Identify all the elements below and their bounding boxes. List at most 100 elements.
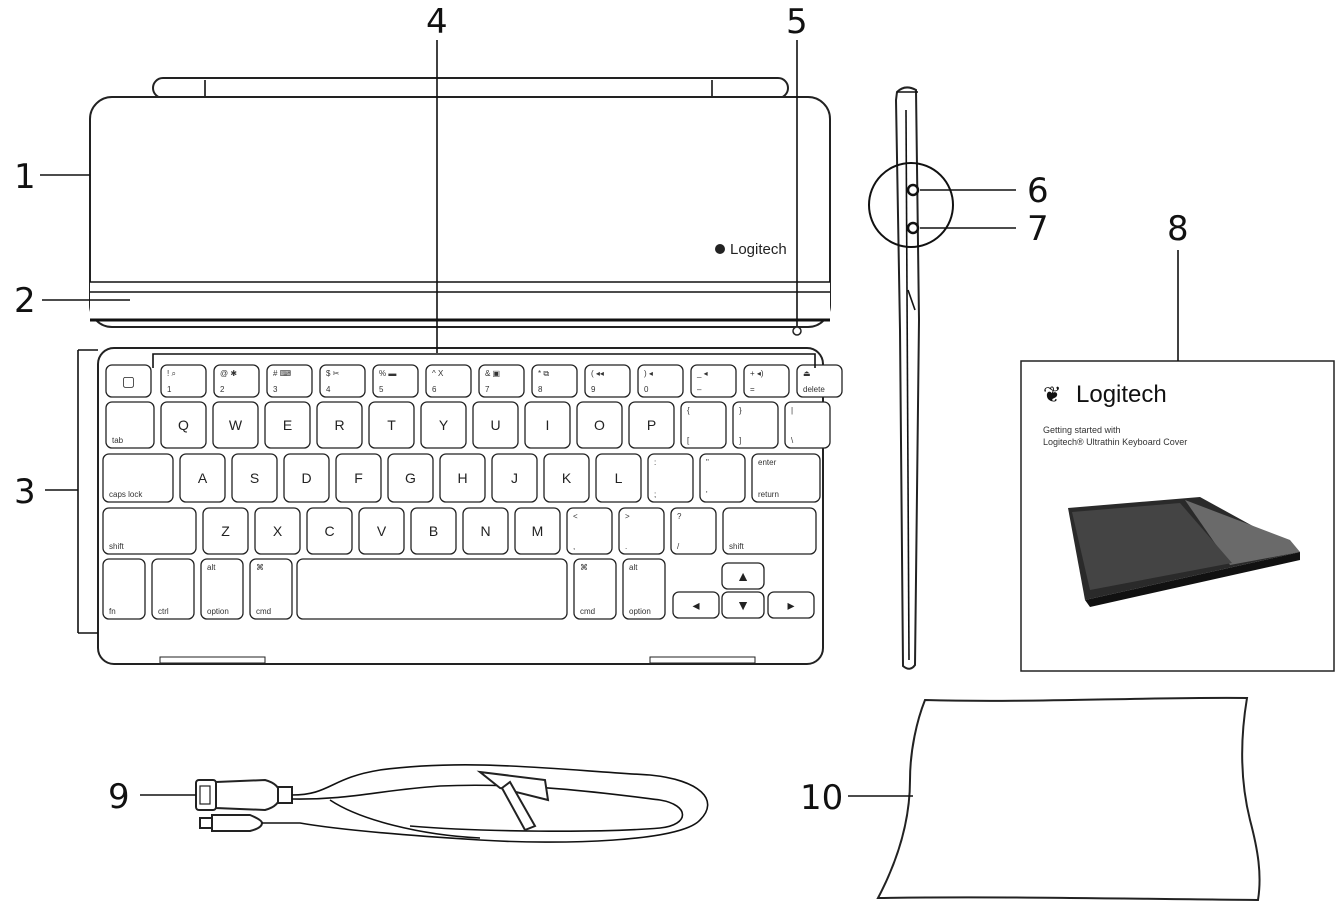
power-switch-icon xyxy=(906,183,920,197)
callout-8: 8 xyxy=(1167,209,1189,249)
key-row2-0: caps lock xyxy=(102,453,174,503)
key-row1-2-label: W xyxy=(229,417,243,433)
key-fn-row-11-bottom-label: – xyxy=(697,385,702,394)
callout-6: 6 xyxy=(1027,171,1049,211)
key-fn-row-5-top-label: % ▬ xyxy=(379,369,396,378)
key-arrow-left-label: ◂ xyxy=(692,597,699,613)
key-row1-10-label: P xyxy=(647,417,656,433)
key-fn-row-7-cap xyxy=(478,364,525,398)
key-arrow-up-label: ▲ xyxy=(736,568,750,584)
key-row1-10: P xyxy=(628,401,675,449)
key-row1-5-cap xyxy=(368,401,415,449)
usb-connector-housing xyxy=(215,778,282,812)
key-row2-5-cap xyxy=(387,453,434,503)
key-row3-1-label: Z xyxy=(221,523,230,539)
key-fn-row-9-bottom-label: 9 xyxy=(591,385,596,394)
key-fn-row-7-top-label: & ▣ xyxy=(485,369,500,378)
cleaning-cloth xyxy=(876,696,1261,902)
key-fn-row-0-cap xyxy=(105,364,152,398)
callout-leaders xyxy=(40,40,1179,797)
cable-tie xyxy=(476,770,550,802)
micro-usb-connector xyxy=(199,817,213,829)
key-row4-6-cap xyxy=(622,558,666,620)
key-row3-4-cap xyxy=(358,507,405,555)
key-row2-12-bottom-label: return xyxy=(758,490,779,499)
callout-5: 5 xyxy=(786,2,808,42)
key-row1-1-cap xyxy=(160,401,207,449)
charging-port-icon xyxy=(906,221,920,235)
key-row3-0: shift xyxy=(102,507,197,555)
key-row2-3-label: D xyxy=(301,470,311,486)
key-row2-9-label: L xyxy=(615,470,623,486)
key-row1-13: |\ xyxy=(784,401,831,449)
callout-9: 9 xyxy=(108,777,130,817)
key-row2-1-cap xyxy=(179,453,226,503)
key-fn-row-12-cap xyxy=(743,364,790,398)
key-row4-5-bottom-label: cmd xyxy=(580,607,595,616)
key-fn-row-2-bottom-label: 2 xyxy=(220,385,225,394)
key-row2-0-bottom-label: caps lock xyxy=(109,490,143,499)
callout-numbers: 1 2 3 4 5 6 7 8 9 10 xyxy=(14,2,1189,818)
key-row4-4-cap xyxy=(296,558,568,620)
key-row2-2-label: S xyxy=(250,470,259,486)
key-row3-5: B xyxy=(410,507,457,555)
key-fn-row-9-cap xyxy=(584,364,631,398)
key-row3-2: X xyxy=(254,507,301,555)
key-row3-11: shift xyxy=(722,507,817,555)
key-fn-row-8-bottom-label: 8 xyxy=(538,385,543,394)
key-row2-8-cap xyxy=(543,453,590,503)
key-row3-3-cap xyxy=(306,507,353,555)
key-fn-row-6-bottom-label: 6 xyxy=(432,385,437,394)
key-fn-row-10-top-label: ) ◂ xyxy=(644,369,653,378)
key-fn-row-0: ▢ xyxy=(105,364,152,398)
key-row1-7-label: U xyxy=(490,417,500,433)
key-arrow-down: ▼ xyxy=(721,591,765,619)
key-fn-row-6: ^ X6 xyxy=(425,364,472,398)
key-row2-3: D xyxy=(283,453,330,503)
callout-7: 7 xyxy=(1027,209,1049,249)
key-fn-row-7: & ▣7 xyxy=(478,364,525,398)
key-row3-10-top-label: ? xyxy=(677,512,682,521)
key-arrow-left-cap xyxy=(672,591,720,619)
key-row4-1: ctrl xyxy=(151,558,195,620)
key-fn-row-8-cap xyxy=(531,364,578,398)
key-row2-6: H xyxy=(439,453,486,503)
key-row3-7-cap xyxy=(514,507,561,555)
key-row3-2-cap xyxy=(254,507,301,555)
key-fn-row-12: + ◂)= xyxy=(743,364,790,398)
key-row4-0-bottom-label: fn xyxy=(109,607,116,616)
key-row1-3-label: E xyxy=(283,417,292,433)
key-arrow-down-cap xyxy=(721,591,765,619)
key-row1-12: }] xyxy=(732,401,779,449)
key-fn-row-3-bottom-label: 3 xyxy=(273,385,278,394)
key-row1-4-label: R xyxy=(334,417,344,433)
key-row3-8-top-label: < xyxy=(573,512,578,521)
key-arrow-up: ▲ xyxy=(721,562,765,590)
key-row3-9: >. xyxy=(618,507,665,555)
key-row2-11: "' xyxy=(699,453,746,503)
key-fn-row-1-top-label: ! ⌕ xyxy=(167,369,176,378)
key-row3-8-bottom-label: , xyxy=(573,542,575,551)
key-row1-7-cap xyxy=(472,401,519,449)
key-row3-8-cap xyxy=(566,507,613,555)
key-row4-0-cap xyxy=(102,558,146,620)
key-row4-6-top-label: alt xyxy=(629,563,638,572)
key-row2-9: L xyxy=(595,453,642,503)
key-row1-0-bottom-label: tab xyxy=(112,436,124,445)
key-row3-4: V xyxy=(358,507,405,555)
key-row2-10-bottom-label: ; xyxy=(654,490,656,499)
booklet-brand: Logitech xyxy=(1076,381,1167,408)
key-row1-1-label: Q xyxy=(178,417,189,433)
side-profile xyxy=(868,86,954,670)
key-row4-3-top-label: ⌘ xyxy=(256,563,264,572)
key-fn-row-11-top-label: _ ◂ xyxy=(696,369,708,378)
key-arrow-down-label: ▼ xyxy=(736,597,750,613)
key-row3-7: M xyxy=(514,507,561,555)
cover-lid xyxy=(89,96,831,328)
key-row1-12-top-label: } xyxy=(739,406,742,415)
callout-2: 2 xyxy=(14,281,36,321)
keyboard-keys: ▢! ⌕1@ ✱2# ⌨3$ ✂4% ▬5^ X6& ▣7* ⧉8( ◂◂9) … xyxy=(102,364,843,620)
